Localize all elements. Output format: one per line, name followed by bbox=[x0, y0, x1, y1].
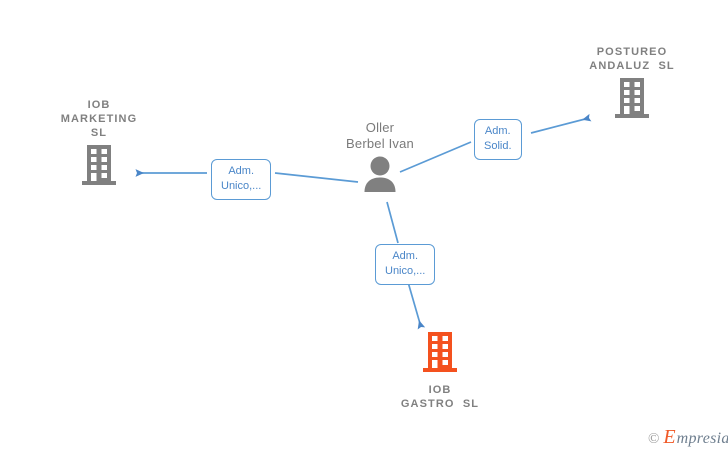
brand-initial: E bbox=[663, 426, 676, 448]
node-postureo-andaluz-sl[interactable]: POSTUREO ANDALUZ SL bbox=[557, 45, 707, 125]
person-icon bbox=[361, 155, 399, 200]
building-icon bbox=[422, 330, 458, 379]
building-icon bbox=[614, 76, 650, 125]
node-label-postureo-andaluz-sl: POSTUREO ANDALUZ SL bbox=[589, 46, 675, 72]
edge-to-iob-marketing bbox=[135, 169, 359, 183]
node-label-iob-gastro-sl: IOB GASTRO SL bbox=[400, 384, 480, 410]
node-label-oller-berbel-ivan: Oller Berbel Ivan bbox=[346, 120, 414, 151]
empresia-watermark: © E mpresia bbox=[648, 427, 728, 448]
edge-label-adm-unico-marketing[interactable]: Adm. Unico,... bbox=[211, 159, 272, 200]
copyright-icon: © bbox=[648, 431, 660, 447]
node-iob-marketing-sl[interactable]: IOB MARKETING SL bbox=[24, 98, 174, 192]
node-iob-gastro-sl[interactable]: IOB GASTRO SL bbox=[365, 330, 515, 411]
edge-to-iob-gastro bbox=[386, 201, 426, 330]
edge-label-adm-solid-postureo[interactable]: Adm. Solid. bbox=[474, 119, 522, 160]
brand-name: mpresia bbox=[676, 430, 728, 447]
node-label-iob-marketing-sl: IOB MARKETING SL bbox=[60, 99, 138, 139]
edge-to-postureo-andaluz bbox=[399, 113, 592, 173]
edge-label-adm-unico-gastro[interactable]: Adm. Unico,... bbox=[375, 244, 436, 285]
building-icon bbox=[81, 143, 117, 192]
node-oller-berbel-ivan[interactable]: Oller Berbel Ivan bbox=[305, 120, 455, 200]
